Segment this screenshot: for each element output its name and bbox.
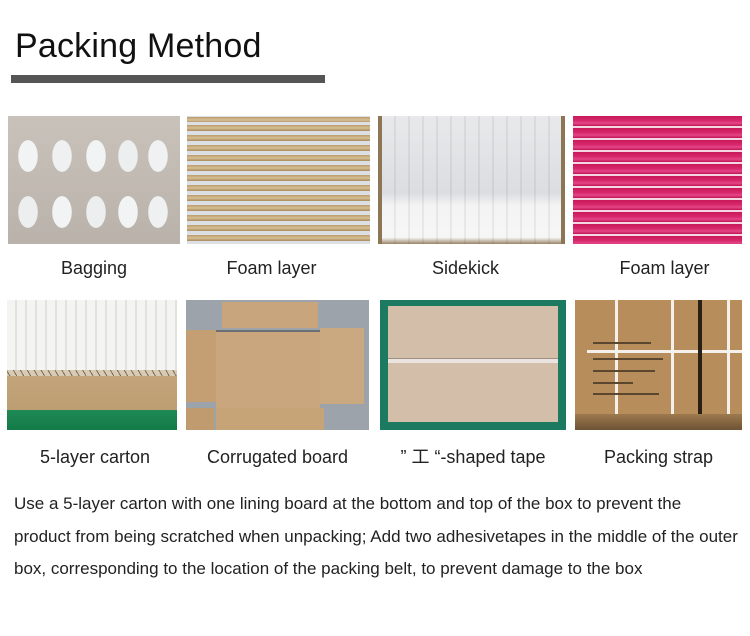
title-underline-bar [11, 75, 325, 83]
packing-strap-photo [575, 300, 742, 430]
pallet [575, 414, 742, 430]
carton-right-flap [320, 328, 364, 404]
caption-sidekick: Sidekick [431, 258, 500, 278]
carton-print-line [593, 370, 655, 372]
caption-foam-layer-2: Foam layer [619, 258, 710, 278]
foam-layer-gold-photo [187, 116, 370, 244]
carton-seam [698, 300, 702, 414]
caption-five-layer-carton: 5-layer carton [39, 447, 151, 467]
carton-print-line [593, 342, 651, 344]
strap-vertical-3 [727, 300, 730, 414]
five-layer-carton-photo [7, 300, 177, 430]
sealed-carton [388, 306, 558, 422]
bagging-photo [8, 116, 180, 244]
carton-top-flap [222, 302, 318, 328]
corrugated-board-photo [186, 300, 369, 430]
caption-packing-strap: Packing strap [603, 447, 714, 467]
carton-print-line [593, 358, 663, 360]
caption-foam-layer-1: Foam layer [226, 258, 317, 278]
caption-bagging: Bagging [60, 258, 128, 278]
carton-print-line [593, 382, 633, 384]
tape-strip [388, 358, 558, 363]
sidekick-photo [378, 116, 565, 244]
caption-i-shaped-tape: ” 工 “-shaped tape [400, 447, 546, 467]
i-shaped-tape-photo [380, 300, 566, 430]
carton-print-line [593, 393, 659, 395]
foam-layer-pink-photo [573, 116, 742, 244]
carton-left-flap [186, 330, 216, 402]
strap-horizontal [587, 350, 742, 353]
strap-vertical-2 [671, 300, 674, 414]
caption-corrugated-board: Corrugated board [206, 447, 349, 467]
carton-bottom-flap [216, 408, 324, 430]
carton-bottom-left-flap [186, 408, 214, 430]
carton-base [216, 330, 320, 408]
strap-vertical-1 [615, 300, 618, 414]
packing-description: Use a 5-layer carton with one lining boa… [14, 494, 738, 578]
page-title: Packing Method [15, 27, 262, 65]
